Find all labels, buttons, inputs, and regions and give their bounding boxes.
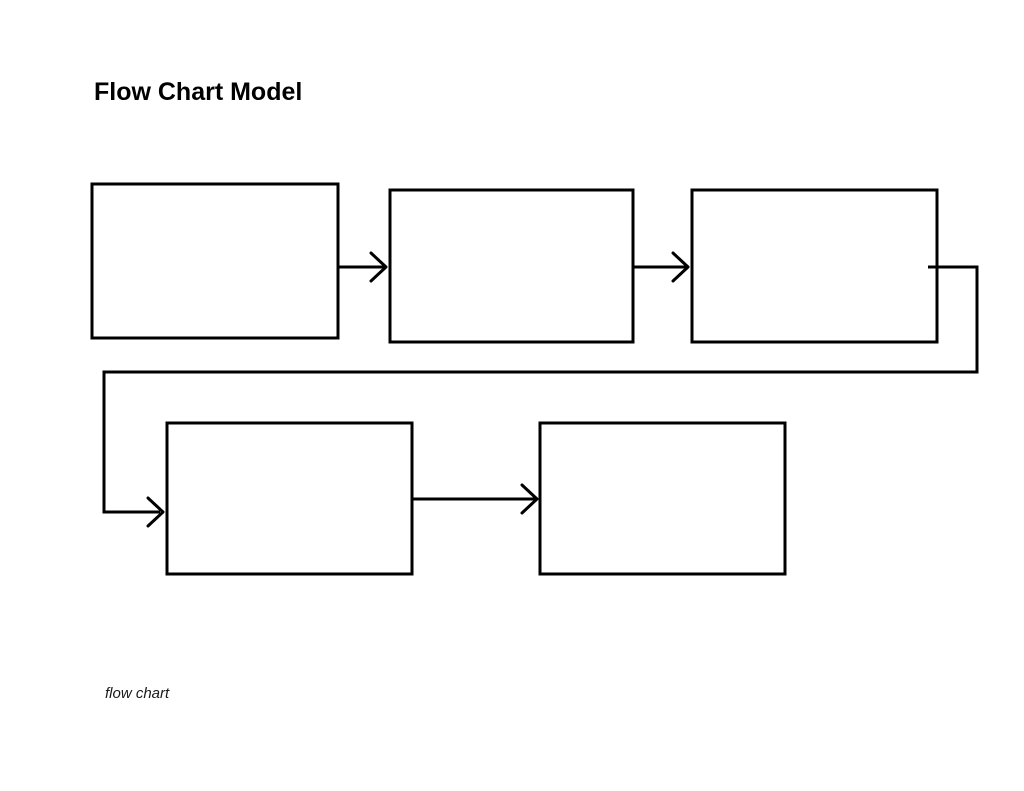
flow-box-5 xyxy=(538,421,787,576)
arrowhead-box4-icon xyxy=(146,496,165,528)
arrowhead-box5-icon xyxy=(520,483,539,515)
flow-box-1 xyxy=(90,182,340,340)
arrowhead-box2-icon xyxy=(369,251,388,283)
edge-box3-box4 xyxy=(102,265,979,514)
caption-text: flow chart xyxy=(105,685,170,702)
flow-box-4 xyxy=(165,421,414,576)
flow-box-2 xyxy=(388,188,635,344)
flow-box-3 xyxy=(690,188,939,344)
arrowhead-box3-icon xyxy=(671,251,690,283)
page-title: Flow Chart Model xyxy=(94,78,303,106)
